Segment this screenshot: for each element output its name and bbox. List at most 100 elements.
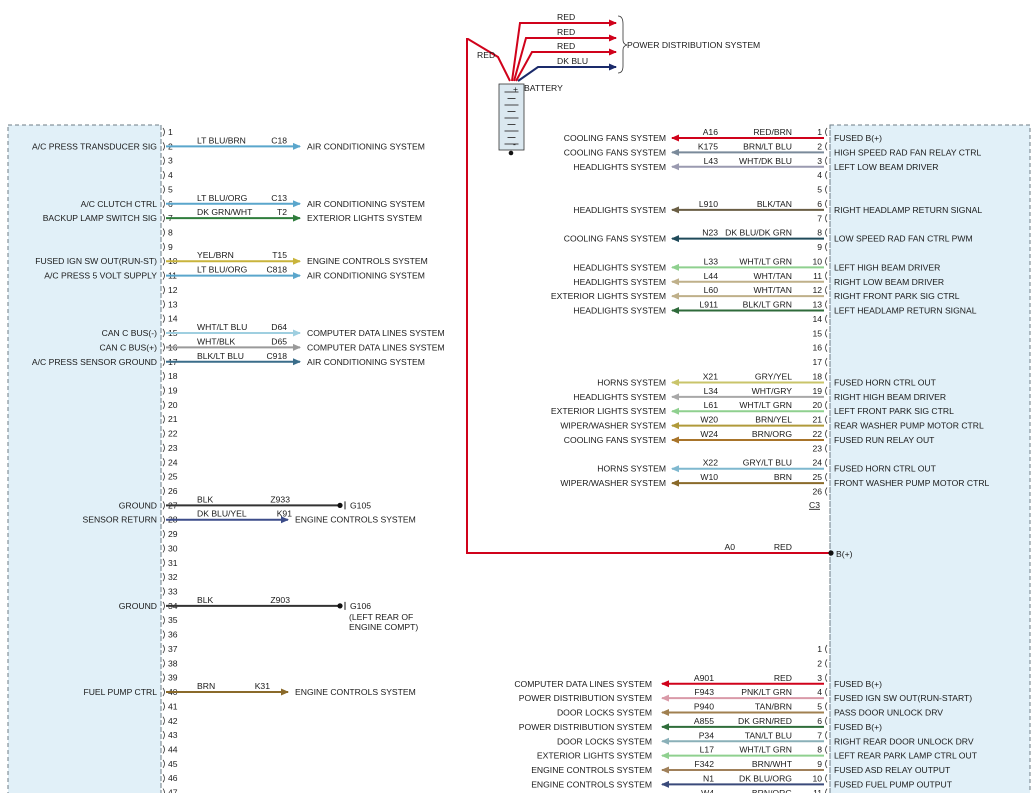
right-lower-pin-function: FUSED ASD RELAY OUTPUT bbox=[834, 765, 951, 775]
pin-terminal bbox=[825, 127, 828, 137]
left-pin-number: 3 bbox=[168, 156, 173, 166]
right-wire-color: WHT/TAN bbox=[753, 271, 792, 281]
right-pin-function: FUSED RUN RELAY OUT bbox=[834, 435, 935, 445]
right-lower-wire-circuit: W4 bbox=[701, 788, 714, 793]
right-pin-number: 6 bbox=[817, 199, 822, 209]
pin-terminal bbox=[825, 257, 828, 266]
pin-terminal bbox=[162, 242, 165, 252]
right-wire-color: WHT/DK BLU bbox=[739, 156, 792, 166]
left-wire-color: DK GRN/WHT bbox=[197, 207, 253, 217]
right-pin-number: 9 bbox=[817, 242, 822, 252]
right-lower-wire-circuit: P940 bbox=[694, 702, 714, 712]
pin-terminal bbox=[825, 386, 828, 396]
left-wire-circuit: C818 bbox=[266, 265, 287, 275]
pin-terminal bbox=[162, 357, 165, 366]
right-wire-destination: HEADLIGHTS SYSTEM bbox=[573, 277, 666, 287]
pin-terminal bbox=[825, 156, 828, 165]
left-pin-number: 5 bbox=[168, 184, 173, 194]
pin-terminal bbox=[825, 659, 828, 668]
right-wire-destination: EXTERIOR LIGHTS SYSTEM bbox=[551, 406, 666, 416]
right-connector-module bbox=[829, 124, 1031, 793]
battery-feed-wire bbox=[515, 48, 617, 82]
left-wire-circuit: Z903 bbox=[270, 595, 290, 605]
right-lower-wire-destination: EXTERIOR LIGHTS SYSTEM bbox=[537, 751, 652, 761]
pin-terminal bbox=[825, 472, 828, 482]
ground-label: G105 bbox=[350, 500, 371, 510]
left-pin-number: 39 bbox=[168, 673, 178, 683]
right-lower-wire-color: WHT/LT GRN bbox=[739, 745, 792, 755]
left-pin-number: 1 bbox=[168, 127, 173, 137]
left-pin-number: 20 bbox=[168, 400, 178, 410]
left-wire-circuit: Z933 bbox=[270, 494, 290, 504]
left-wire-color: BLK/LT BLU bbox=[197, 351, 244, 361]
right-pin-number: 11 bbox=[813, 271, 822, 281]
left-wire-color: BLK bbox=[197, 494, 214, 504]
right-pin-function: RIGHT FRONT PARK SIG CTRL bbox=[834, 291, 960, 301]
left-pin-number: 35 bbox=[168, 615, 178, 625]
left-connector-module bbox=[7, 124, 162, 793]
left-pin-number: 18 bbox=[168, 371, 178, 381]
right-lower-pin-function: PASS DOOR UNLOCK DRV bbox=[834, 708, 943, 718]
pin-terminal bbox=[162, 371, 165, 381]
right-wire-color: GRY/LT BLU bbox=[743, 458, 792, 468]
battery-bplus-wire bbox=[466, 38, 830, 554]
right-lower-pin-number: 10 bbox=[812, 773, 822, 783]
right-pin-function: LEFT HEADLAMP RETURN SIGNAL bbox=[834, 306, 977, 316]
right-wire-color: WHT/GRY bbox=[752, 386, 793, 396]
left-pin-function: SENSOR RETURN bbox=[83, 515, 158, 525]
right-wire-circuit: L60 bbox=[704, 285, 719, 295]
right-pin-function: HIGH SPEED RAD FAN RELAY CTRL bbox=[834, 147, 981, 157]
left-wire-circuit: D64 bbox=[271, 322, 287, 332]
right-pin-number: 7 bbox=[817, 213, 822, 223]
right-lower-pin-number: 11 bbox=[813, 788, 822, 793]
right-lower-wire-circuit: N1 bbox=[703, 773, 714, 783]
pin-terminal bbox=[162, 659, 165, 668]
pin-terminal bbox=[825, 702, 828, 711]
right-pin-number: 12 bbox=[812, 285, 822, 295]
left-pin-number: 33 bbox=[168, 587, 178, 597]
left-wire-color: DK BLU/YEL bbox=[197, 509, 247, 519]
right-lower-pin-number: 8 bbox=[817, 745, 822, 755]
right-wire-destination: COOLING FANS SYSTEM bbox=[564, 133, 666, 143]
right-pin-function: LEFT HIGH BEAM DRIVER bbox=[834, 262, 940, 272]
pin-terminal bbox=[162, 213, 165, 223]
pin-terminal bbox=[825, 731, 828, 740]
pin-terminal bbox=[162, 644, 165, 654]
left-pin-number: 19 bbox=[168, 385, 178, 395]
pin-terminal bbox=[825, 788, 828, 793]
right-lower-wire-destination: ENGINE CONTROLS SYSTEM bbox=[531, 779, 652, 789]
right-lower-pin-number: 5 bbox=[817, 702, 822, 712]
pin-terminal bbox=[825, 673, 828, 682]
pin-terminal bbox=[162, 343, 165, 352]
left-pin-function: A/C PRESS TRANSDUCER SIG bbox=[32, 141, 157, 151]
pin-terminal bbox=[825, 745, 828, 754]
pin-terminal bbox=[825, 314, 828, 324]
pin-terminal bbox=[162, 501, 165, 510]
left-pin-number: 21 bbox=[168, 414, 178, 424]
right-lower-wire-color: BRN/ORG bbox=[752, 788, 792, 793]
right-pin-number: 8 bbox=[817, 228, 822, 238]
left-wire-destination: ENGINE CONTROLS SYSTEM bbox=[295, 515, 416, 525]
left-pin-number: 26 bbox=[168, 486, 178, 496]
right-pin-function: FUSED HORN CTRL OUT bbox=[834, 377, 937, 387]
right-lower-pin-function: RIGHT REAR DOOR UNLOCK DRV bbox=[834, 736, 974, 746]
pin-terminal bbox=[162, 773, 165, 783]
left-wire-color: LT BLU/ORG bbox=[197, 265, 248, 275]
pin-terminal bbox=[825, 444, 828, 453]
battery-feed-color: RED bbox=[557, 41, 575, 51]
left-wire-destination: EXTERIOR LIGHTS SYSTEM bbox=[307, 213, 422, 223]
left-pin-number: 29 bbox=[168, 529, 178, 539]
right-pin-number: 4 bbox=[817, 170, 822, 180]
left-wire-color: BRN bbox=[197, 681, 215, 691]
left-pin-number: 32 bbox=[168, 572, 178, 582]
left-wire-circuit: C13 bbox=[271, 193, 287, 203]
pin-terminal bbox=[162, 587, 165, 596]
pin-terminal bbox=[162, 745, 165, 754]
pin-terminal bbox=[825, 185, 828, 194]
right-lower-pin-function: FUSED FUEL PUMP OUTPUT bbox=[834, 779, 953, 789]
right-pin-function: FRONT WASHER PUMP MOTOR CTRL bbox=[834, 478, 990, 488]
